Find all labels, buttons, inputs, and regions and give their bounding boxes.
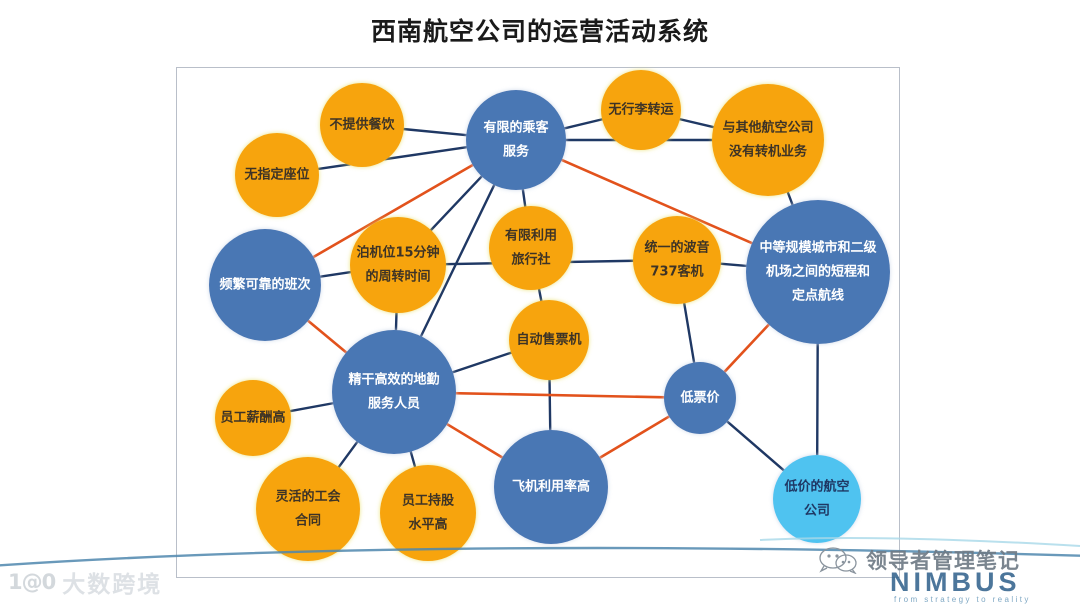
node-circle[interactable] [712,84,824,196]
node-circle[interactable] [380,465,476,561]
node-circle[interactable] [773,455,861,543]
node-circle[interactable] [633,216,721,304]
diagram-link-n3-n7 [428,173,485,233]
diagram-node[interactable]: 不提供餐饮 [320,83,404,167]
node-circle[interactable] [494,430,608,544]
diagram-link-n12-n13 [287,401,337,413]
diagram-link-n3-n10 [558,157,756,246]
node-circle[interactable] [320,83,404,167]
diagram-link-n12-n14 [452,391,668,399]
wechat-row: 领导者管理笔记 [818,545,1020,575]
diagram-link-n9-n10 [717,262,750,268]
node-circle[interactable] [209,229,321,341]
nimbus-brand: NIMBUS [890,567,1021,597]
node-circle[interactable] [601,70,681,150]
diagram-link-n12-n16 [336,439,360,470]
diagram-link-n7-n12 [394,309,398,334]
node-circle[interactable] [256,457,360,561]
node-circle[interactable] [466,90,566,190]
watermark-left-text: 大数跨境 [62,572,163,598]
diagram-link-n1-n3 [400,127,470,137]
diagram-link-n12-n17 [409,448,417,470]
diagram-link-n9-n14 [682,300,696,366]
diagram-node[interactable]: 自动售票机 [509,300,589,380]
diagram-link-n4-n5 [676,117,717,129]
wechat-account-name: 领导者管理笔记 [866,549,1020,573]
node-circle[interactable] [664,362,736,434]
node-circle[interactable] [235,133,319,217]
diagram-link-n11-n12 [449,350,515,375]
diagram-node[interactable]: 频繁可靠的班次 [209,229,321,341]
diagram-link-n10-n14 [721,321,772,375]
diagram-link-n3-n4 [561,117,606,130]
diagram-link-n3-n12 [418,182,497,340]
diagram-link-n5-n10 [785,189,795,208]
node-circle[interactable] [509,300,589,380]
diagram-link-n3-n8 [521,186,527,210]
nimbus-tagline: from strategy to reality [894,595,1031,604]
node-circle[interactable] [746,200,890,344]
page-title: 西南航空公司的运营活动系统 [370,17,709,46]
node-circle[interactable] [350,217,446,313]
node-circle[interactable] [332,330,456,454]
diagram-link-n6-n7 [317,270,354,279]
watermark-right: 领导者管理笔记 NIMBUS from strategy to reality [804,541,1074,604]
diagram-node[interactable]: 无指定座位 [235,133,319,217]
diagram-link-n6-n12 [305,318,350,355]
diagram-node[interactable]: 员工薪酬高 [215,380,291,456]
diagram-link-n8-n11 [537,286,543,304]
diagram-link-n2-n3 [315,145,470,171]
node-circle[interactable] [489,206,573,290]
dashukuajing-logo-icon: 1@0 [8,570,56,594]
diagram-link-n14-n18 [724,419,787,473]
wechat-icon [819,547,857,574]
watermark-left: 1@0 大数跨境 [8,565,162,599]
diagram-link-n10-n18 [815,340,819,459]
diagram-node[interactable]: 飞机利用率高 [494,430,608,544]
node-circle[interactable] [215,380,291,456]
decorative-curve [0,537,1080,567]
diagram-node[interactable]: 无行李转运 [601,70,681,150]
diagram-link-n11-n15 [548,376,552,434]
diagram-link-n14-n15 [596,414,673,461]
diagram-node[interactable]: 低票价 [664,362,736,434]
diagram-link-n12-n15 [444,421,506,460]
diagram-link-n3-n6 [310,162,476,260]
